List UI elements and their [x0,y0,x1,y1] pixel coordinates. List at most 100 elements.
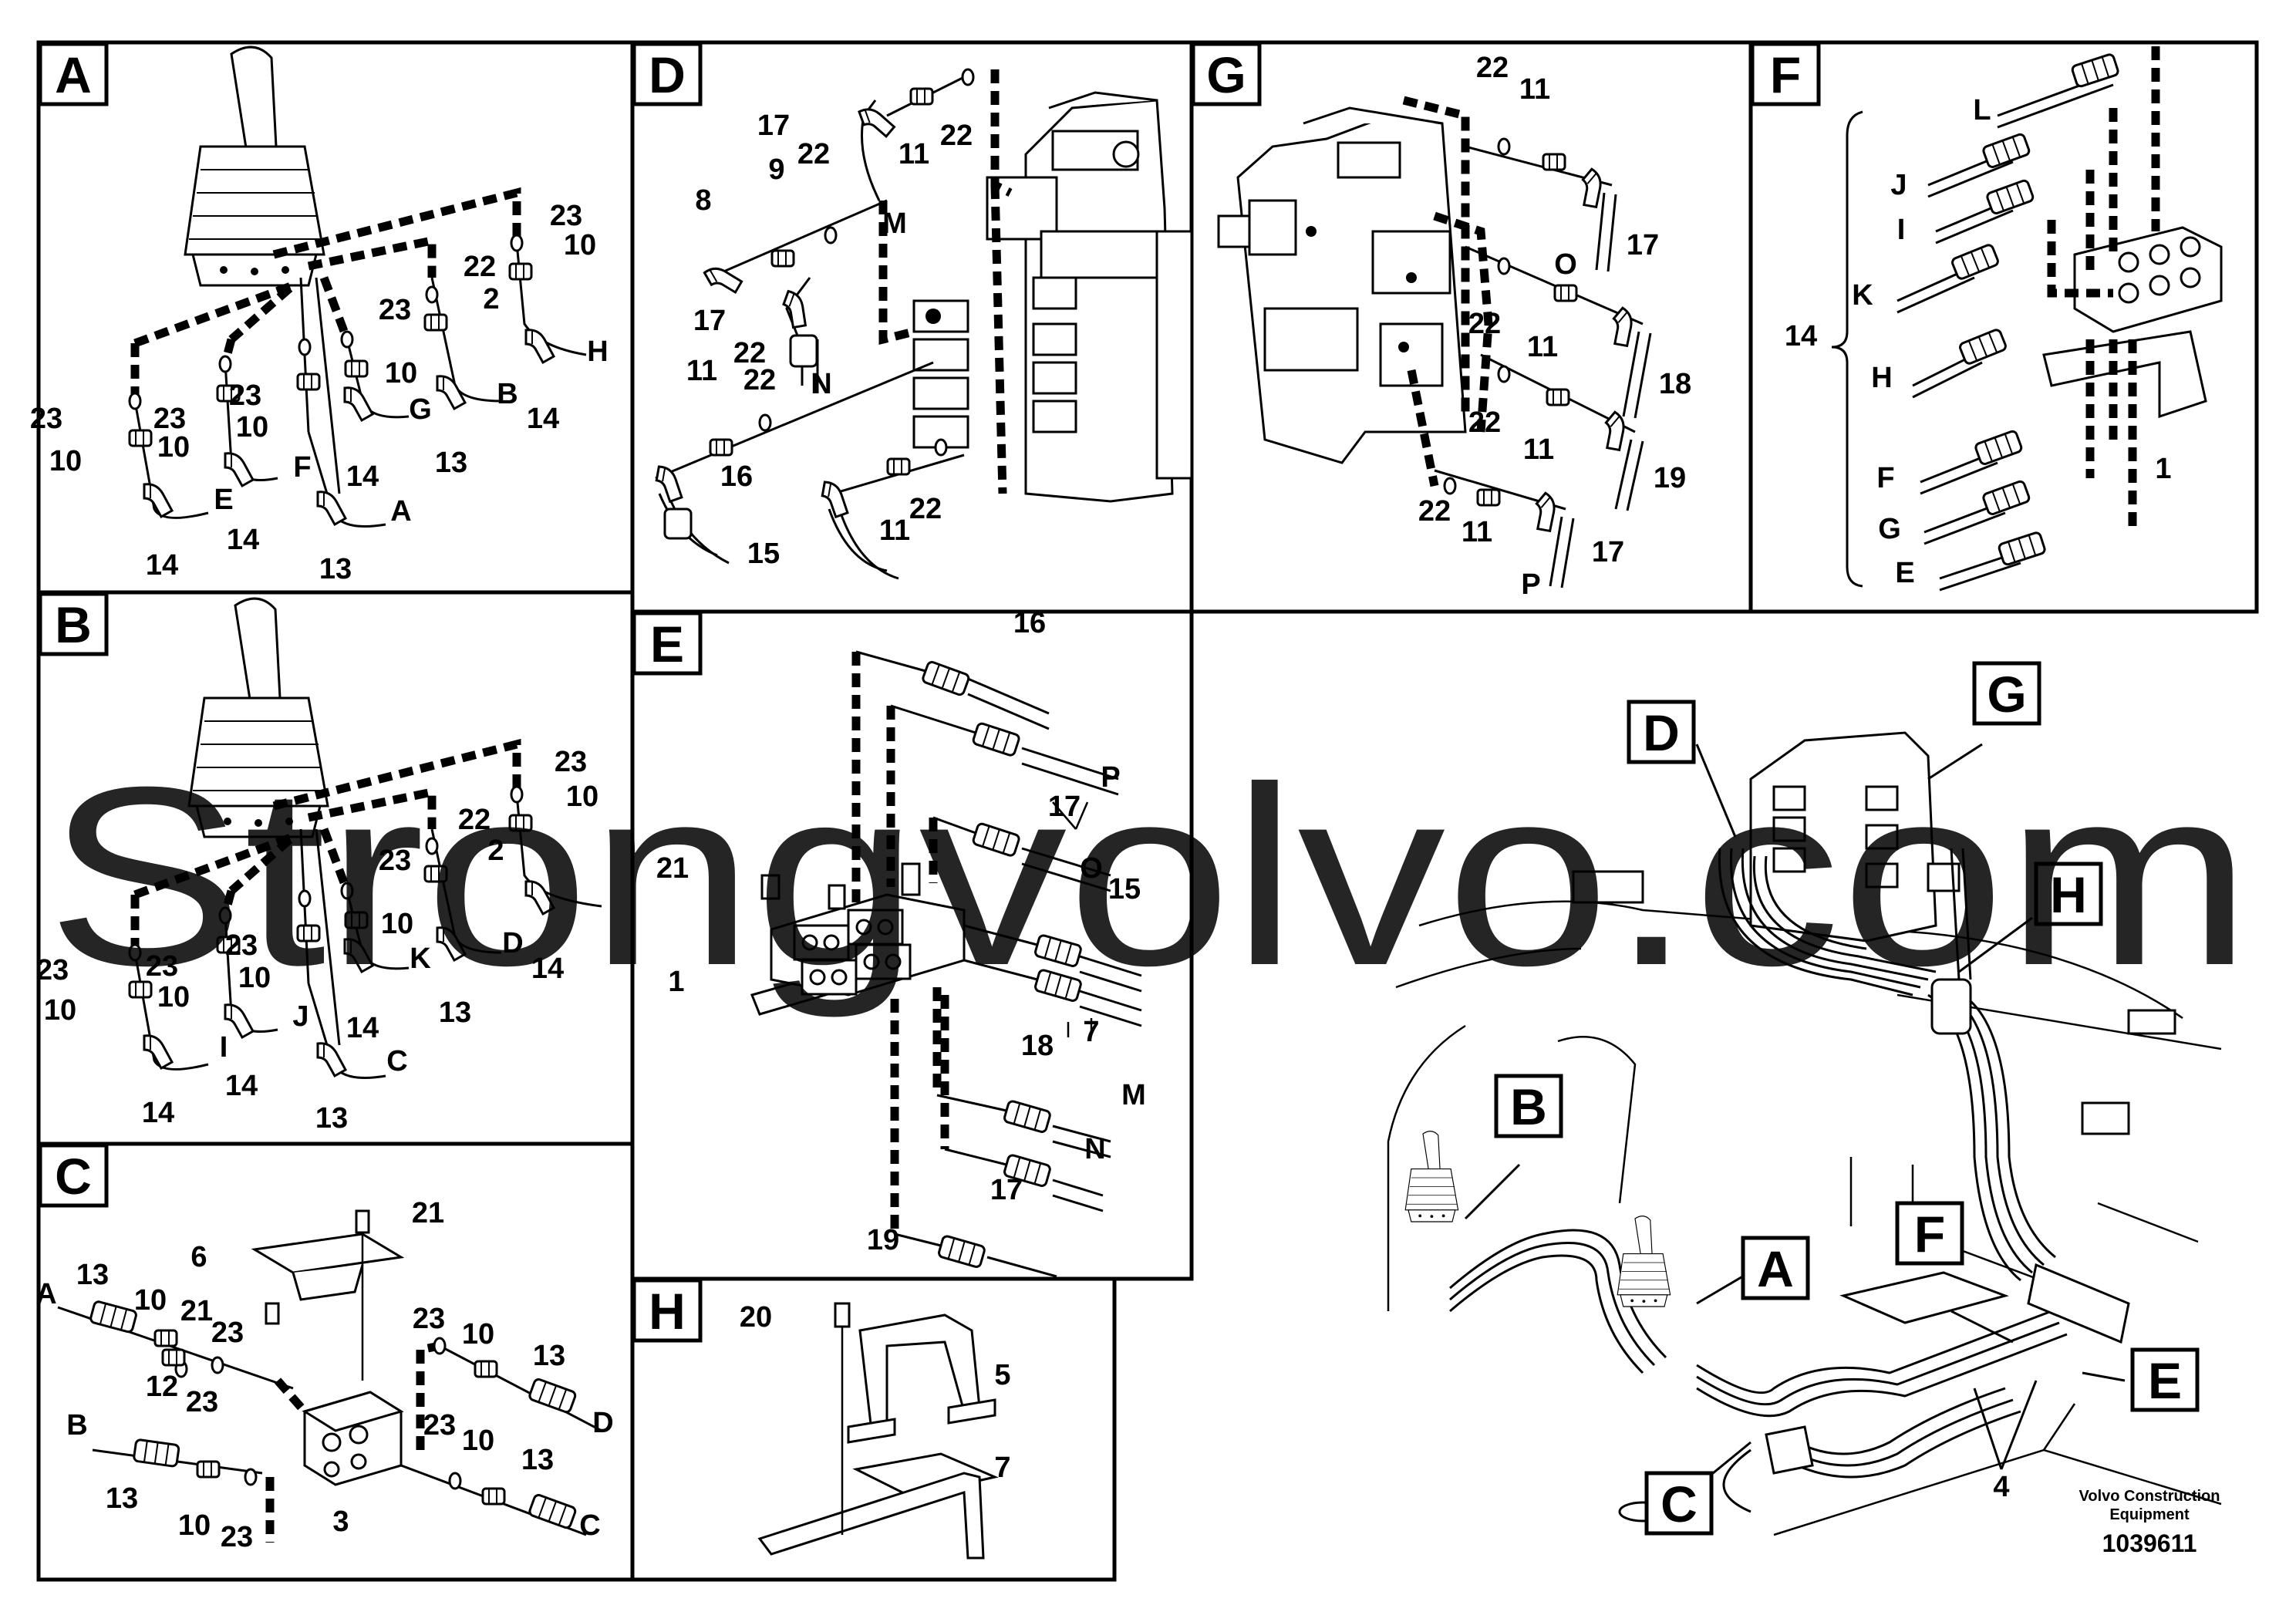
panel-d-label: N [811,368,831,400]
panel-a-letter: A [55,46,92,103]
panel-b-label: 13 [439,996,471,1029]
panel-c-label: 21 [180,1295,213,1327]
panel-f-letter: F [1770,46,1801,103]
panel-e-letter: E [650,615,684,673]
overview-callout-e: E [2148,1352,2182,1409]
panel-e-label: 18 [1021,1030,1054,1062]
panel-d-label: 22 [940,120,973,152]
panel-frames [36,40,2259,1582]
panel-a-art [128,46,587,528]
panel-g-label: O [1554,248,1577,281]
panel-d-label: 15 [747,538,780,570]
panel-g-label: 17 [1627,229,1659,261]
panel-d-label: 8 [695,184,711,217]
panel-c-label: 3 [332,1506,349,1538]
panel-e-label: 1 [668,966,684,998]
panel-f-label: K [1852,279,1873,312]
panel-d-label: 17 [757,110,790,142]
panel-a-label: H [587,336,608,368]
panel-a-label: 14 [146,549,178,582]
panel-b-label: 2 [487,835,504,867]
panel-b-label: 13 [315,1102,348,1135]
panel-c-label: 23 [423,1409,456,1442]
panel-c-label: D [592,1407,613,1439]
panel-a-label: 13 [319,553,352,585]
panel-g-label: 22 [1418,495,1451,528]
panel-b-label: 14 [142,1097,174,1129]
overview-callout-a: A [1757,1240,1794,1297]
panel-a-label: 14 [527,403,559,435]
panel-b-label: 10 [238,962,271,994]
overview-callout-d: D [1643,704,1680,761]
overview-art [1387,731,2222,1536]
panel-b-label: 14 [225,1070,258,1102]
panel-b-art [128,597,602,1079]
panel-f-label: J [1890,169,1907,201]
panel-c-label: 23 [186,1386,218,1418]
panel-a-label: G [409,393,432,426]
panel-g-label: 17 [1592,536,1624,568]
panel-a-label: 10 [564,229,596,261]
panel-f-label: 14 [1785,320,1817,352]
panel-e-label: 17 [1048,791,1081,823]
panel-e-label: 19 [867,1224,899,1256]
overview-part-label: 4 [1993,1471,2009,1503]
panel-g-label: 22 [1476,52,1509,84]
panel-c-label: 13 [76,1259,109,1291]
panel-c-label: B [66,1409,87,1442]
panel-b-label: 10 [566,781,598,813]
panel-g-label: 19 [1654,462,1686,494]
panel-b-label: 10 [157,981,190,1013]
panel-a-label: E [214,484,233,516]
panel-e-label: 7 [1083,1016,1099,1048]
panel-a-label: 2 [483,283,499,315]
panel-e-label: P [1101,761,1120,794]
panel-c-label: 10 [462,1318,494,1351]
overview-callout-g: G [1987,666,2026,723]
panel-c-label: 10 [134,1284,167,1317]
panel-d-label: 11 [879,514,910,547]
panel-b-label: J [292,1000,308,1033]
overview-leaders [1464,743,2126,1479]
panel-h-label: 5 [994,1359,1010,1391]
panel-g-label: 22 [1468,406,1501,439]
panel-b-letter: B [55,596,92,653]
panel-c-label: 21 [412,1197,444,1229]
panel-d-label: 22 [743,364,776,396]
panel-a-label: 10 [49,445,82,477]
panel-h-letter: H [649,1283,686,1340]
panel-a-label: 14 [227,524,259,556]
overview-callout-f: F [1914,1206,1945,1263]
panel-b-label: 23 [555,746,587,778]
panel-a-label: B [497,378,518,410]
panel-a-label: 14 [346,460,379,493]
panel-d-label: 17 [693,305,726,337]
panel-a-label: 23 [30,403,62,435]
panel-a-label: A [390,495,411,528]
panel-f-label: I [1897,214,1906,246]
panel-e-label: M [1121,1079,1146,1111]
panel-letter-boxes [38,42,1821,1343]
panel-f-label: H [1871,362,1892,394]
panel-a-label: 10 [385,357,417,389]
panel-d-letter: D [649,46,686,103]
panel-c-letter: C [55,1148,92,1205]
panel-b-label: K [410,943,431,975]
panel-a-label: 23 [379,294,411,326]
footer-company-2: Equipment [2109,1506,2190,1523]
panel-g-letter: G [1206,46,1246,103]
panel-g-art [1217,96,1652,588]
panel-c-label: 13 [521,1444,554,1476]
panel-d-label: 9 [768,153,784,186]
panel-a-label: 23 [550,200,582,232]
panel-d-label: 11 [686,355,717,387]
panel-c-label: 23 [211,1317,244,1349]
panel-c-art [57,1209,602,1543]
panel-d-label: 16 [720,460,753,493]
panel-f-label: E [1895,557,1914,589]
panel-a-label: 23 [153,403,186,435]
panel-g-label: 11 [1462,516,1492,548]
panel-c-label: C [579,1509,600,1542]
panel-d-label: 11 [899,138,929,170]
